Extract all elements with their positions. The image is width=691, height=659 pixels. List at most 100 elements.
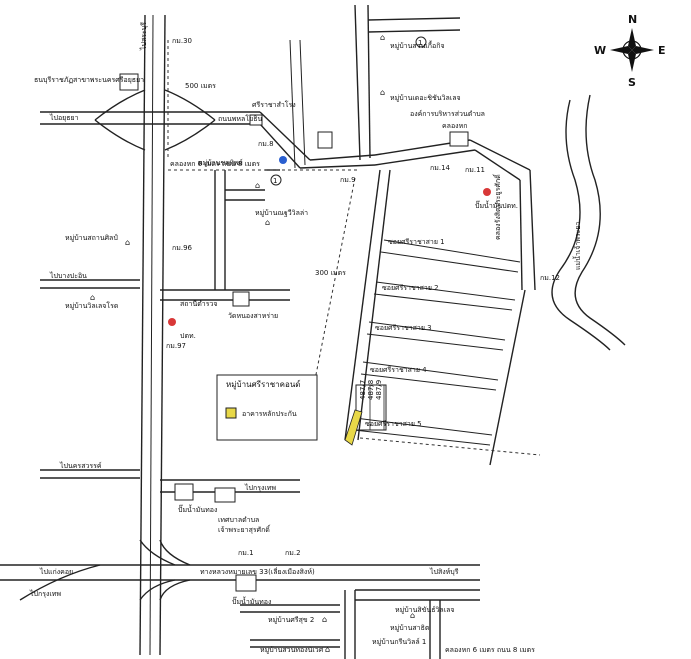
main-highway (139, 14, 166, 656)
label-mooban-chonthip: หมู่บ้านชลทิพย์ (198, 159, 243, 167)
label-mooban-top: หมู่บ้านสวนเกื้อกิจ (390, 39, 445, 50)
label-ptt-left: ปตท. (180, 332, 196, 340)
label-school2: สถานีตำรวจ (180, 300, 218, 308)
label-km96: กม.96 (172, 244, 193, 252)
lots (344, 384, 387, 446)
label-km11: กม.11 (465, 166, 485, 174)
label-mooban-b1: หมู่บ้านศรีสุข 2 (268, 616, 314, 624)
district-icon (317, 131, 333, 149)
label-intersection: ศรีราชาสำโรง (252, 100, 296, 109)
mooban-icons: ⌂ ⌂ ⌂ ⌂ ⌂ ⌂ ⌂ ⌂ ⌂ (90, 33, 415, 654)
label-to-saraburi: ไปสระบุรี (139, 22, 148, 51)
label-soi3: ซอยศรีราชาสาย 3 (375, 324, 432, 332)
label-lot-b: 487/8 (367, 380, 375, 400)
market-icon (174, 483, 194, 501)
label-to-nakhon: ไปนครสวรรค์ (59, 461, 102, 470)
label-lak-hok: คลองหก (442, 122, 467, 130)
label-lot-a: 487/7 (359, 380, 367, 400)
label-tesco2: เจ้าพระยาสุรศักดิ์ (218, 524, 271, 534)
mooban-icon-3: ⌂ (255, 181, 260, 190)
ptt-icon-right (483, 188, 491, 196)
mooban-icon-8: ⌂ (410, 611, 415, 620)
label-soi2: ซอยศรีราชาสาย 2 (382, 284, 439, 292)
project-grid (344, 169, 526, 466)
water-office-icon (449, 131, 469, 147)
label-to-bangkok-mid: ไปกรุงเทพ (244, 483, 276, 492)
label-mooban-b3: หมู่บ้านสาธิต (390, 624, 430, 632)
label-school: ธนบุรีราชภัฏสาขาพระนครศรีอยุธยา (34, 76, 144, 84)
label-road33: ทางหลวงหมายเลข 33(เลี่ยงเมืองสิงห์) (200, 567, 315, 576)
mooban-icon-4: ⌂ (265, 218, 270, 227)
label-km9: กม.9 (340, 176, 356, 184)
label-bangkok-bottom: ไปกรุงเทพ (29, 589, 61, 598)
circle-num-1: 1 (418, 39, 422, 47)
road-north (354, 4, 461, 161)
ptt-icon-left (168, 318, 176, 326)
compass-s: S (628, 76, 636, 89)
label-mooban-b5: หมู่บ้านกรีนวิลล์ 1 (372, 638, 426, 646)
dimension-lines (167, 40, 541, 456)
label-to-sing: ไปสิงห์บุรี (429, 567, 459, 576)
office-icon (214, 487, 236, 503)
label-km12: กม.12 (540, 274, 560, 282)
compass-w: W (594, 44, 606, 57)
target-lot (344, 409, 363, 446)
label-mooban-b4: หมู่บ้านสวนทองนิเวศ (260, 646, 324, 654)
label-market: ปั๊มน้ำมันทอง (178, 503, 217, 514)
label-km1: กม.1 (238, 549, 254, 557)
mooban-icon-1: ⌂ (380, 33, 385, 42)
label-mooban-left2: หมู่บ้านวิลเลจโรด (65, 301, 118, 310)
legend: หมู่บ้านศรีราชาคอนด์ อาคารหลักประกัน (216, 374, 318, 441)
circle-markers: 1 1 (270, 36, 427, 186)
label-soi5: ซอยศรีราชาสาย 5 (365, 420, 422, 428)
temple-icon (232, 291, 250, 307)
label-km2: กม.2 (285, 549, 301, 557)
compass-n: N (628, 13, 637, 26)
label-km8: กม.8 (258, 140, 274, 148)
map-labels: ไปสระบุรี กม.30 500 เมตร ธนบุรีราชภัฏสาข… (29, 22, 582, 654)
label-lot-c: 487/9 (375, 380, 383, 400)
water-drop-icon (279, 156, 287, 164)
compass-e: E (658, 44, 666, 57)
label-mooban-right2: หมู่บ้านเดอะชิชันวิลเลจ (390, 94, 461, 102)
mooban-icon-9: ⌂ (325, 645, 330, 654)
label-mooban-b2: หมู่บ้านสิขันธ์วิลเลจ (395, 606, 455, 614)
label-mooban-left: หมู่บ้านสถานศิลป์ (65, 234, 118, 242)
school-icon (119, 73, 139, 91)
shop-icon (249, 114, 263, 126)
station-icons (168, 156, 491, 326)
label-khlong-right: คลองรังสิตประยูรศักดิ์ (492, 173, 502, 240)
label-mooban-nirada: หมู่บ้านณฐวีวิลล่า (255, 209, 308, 217)
mooban-icon-6: ⌂ (90, 293, 95, 302)
label-market-bottom: ปั๊มน้ำมันทอง (232, 595, 271, 606)
bottom-block (240, 589, 480, 659)
label-khlong6-north: คลองหก 6 เมตร ถนน 8 เมตร (170, 160, 260, 168)
legend-item: อาคารหลักประกัน (242, 410, 297, 418)
mooban-icon-2: ⌂ (380, 88, 385, 97)
label-khlong-bottom: คลองหก 6 เมตร ถนน 8 เมตร (445, 646, 535, 654)
market-bottom-icon (235, 574, 257, 592)
river (551, 94, 626, 351)
label-kaeng-khoi: ไปแก่งคอย (39, 567, 73, 576)
compass-icon: N S E W (594, 13, 666, 89)
label-to-ayutthaya: ไปอยุธยา (49, 113, 79, 122)
label-300m: 300 เมตร (315, 269, 346, 277)
label-ptt-right: ปั๊มน้ำมันปตท. (475, 199, 518, 210)
road-secondary (289, 39, 306, 169)
label-km97: กม.97 (166, 342, 186, 350)
building-icons (119, 73, 469, 592)
legend-swatch (225, 407, 237, 419)
label-river: แม่น้ำเจ้าพระยา (571, 221, 582, 270)
label-road-left: ถนนพหลโยธิน (218, 114, 262, 123)
label-km30: กม.30 (172, 37, 192, 45)
mooban-icon-7: ⌂ (322, 615, 327, 624)
interchange-top (40, 89, 260, 151)
label-500m: 500 เมตร (185, 82, 216, 90)
label-km14: กม.14 (430, 164, 451, 172)
label-tesco: เทศบาลตำบล (218, 516, 259, 524)
label-district-office: องค์การบริหารส่วนตำบล (410, 110, 485, 118)
label-soi1: ซอยศรีราชาสาย 1 (388, 238, 445, 246)
road-middle (160, 169, 290, 301)
